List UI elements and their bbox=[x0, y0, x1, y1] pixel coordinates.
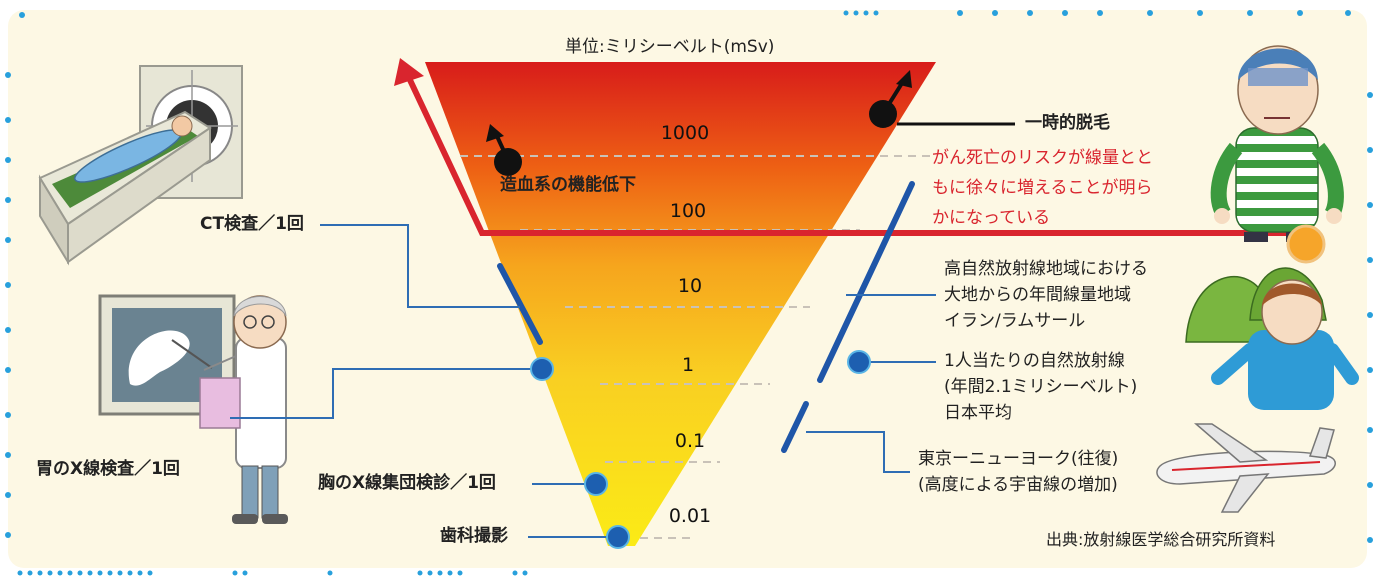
ramsar-line-2: 大地からの年間線量地域 bbox=[944, 285, 1131, 305]
ramsar-text: 高自然放射線地域における 大地からの年間線量地域 イラン/ラムサール bbox=[944, 256, 1148, 334]
source-credit: 出典:放射線医学総合研究所資料 bbox=[1046, 530, 1276, 549]
dose-cone bbox=[425, 62, 936, 546]
scale-0-01: 0.01 bbox=[668, 505, 712, 527]
natural-line-1: 1人当たりの自然放射線 bbox=[944, 351, 1125, 371]
hair-loss-marker bbox=[869, 70, 1015, 128]
hair-loss-label: 一時的脱毛 bbox=[1025, 113, 1110, 133]
ramsar-illustration bbox=[1185, 224, 1359, 410]
scale-100: 100 bbox=[669, 200, 707, 222]
natural-radiation-text: 1人当たりの自然放射線 (年間2.1ミリシーベルト) 日本平均 bbox=[944, 348, 1137, 426]
scale-1000: 1000 bbox=[660, 122, 710, 144]
scale-0-1: 0.1 bbox=[674, 430, 706, 452]
ct-scanner-illustration bbox=[38, 65, 243, 266]
ct-label: CT検査／1回 bbox=[200, 214, 304, 234]
scale-1: 1 bbox=[681, 354, 695, 376]
blue-dots bbox=[530, 350, 871, 549]
cancer-risk-line bbox=[407, 78, 1310, 236]
scale-10: 10 bbox=[677, 275, 703, 297]
dental-label: 歯科撮影 bbox=[440, 526, 508, 546]
connector-lines bbox=[230, 224, 936, 538]
dotted-border bbox=[5, 10, 1373, 576]
cancer-risk-line-2: もに徐々に増えることが明ら bbox=[932, 178, 1153, 198]
airplane-illustration bbox=[1156, 423, 1336, 513]
red-arrow-head bbox=[394, 58, 424, 86]
stomach-xray-label: 胃のX線検査／1回 bbox=[36, 459, 180, 479]
hair-loss-boy-illustration bbox=[1210, 45, 1344, 242]
ramsar-line-1: 高自然放射線地域における bbox=[944, 259, 1148, 279]
hematopoietic-marker bbox=[486, 124, 522, 176]
flight-line-2: (高度による宇宙線の増加) bbox=[918, 475, 1118, 495]
flight-text: 東京ーニューヨーク(往復) (高度による宇宙線の増加) bbox=[918, 446, 1118, 498]
doctor-xray-illustration bbox=[98, 294, 288, 524]
blue-range-bars bbox=[497, 181, 915, 453]
flight-line-1: 東京ーニューヨーク(往復) bbox=[918, 449, 1119, 469]
cancer-risk-line-3: かになっている bbox=[932, 208, 1051, 228]
unit-title: 単位:ミリシーベルト(mSv) bbox=[565, 37, 775, 57]
hematopoietic-label: 造血系の機能低下 bbox=[500, 175, 636, 195]
chest-xray-label: 胸のX線集団検診／1回 bbox=[318, 473, 496, 493]
ramsar-line-3: イラン/ラムサール bbox=[944, 311, 1086, 331]
natural-line-2: (年間2.1ミリシーベルト) bbox=[944, 377, 1138, 397]
natural-line-3: 日本平均 bbox=[944, 403, 1012, 423]
cancer-risk-line-1: がん死亡のリスクが線量とと bbox=[932, 148, 1153, 168]
cancer-risk-text: がん死亡のリスクが線量とと もに徐々に増えることが明ら かになっている bbox=[932, 143, 1153, 233]
